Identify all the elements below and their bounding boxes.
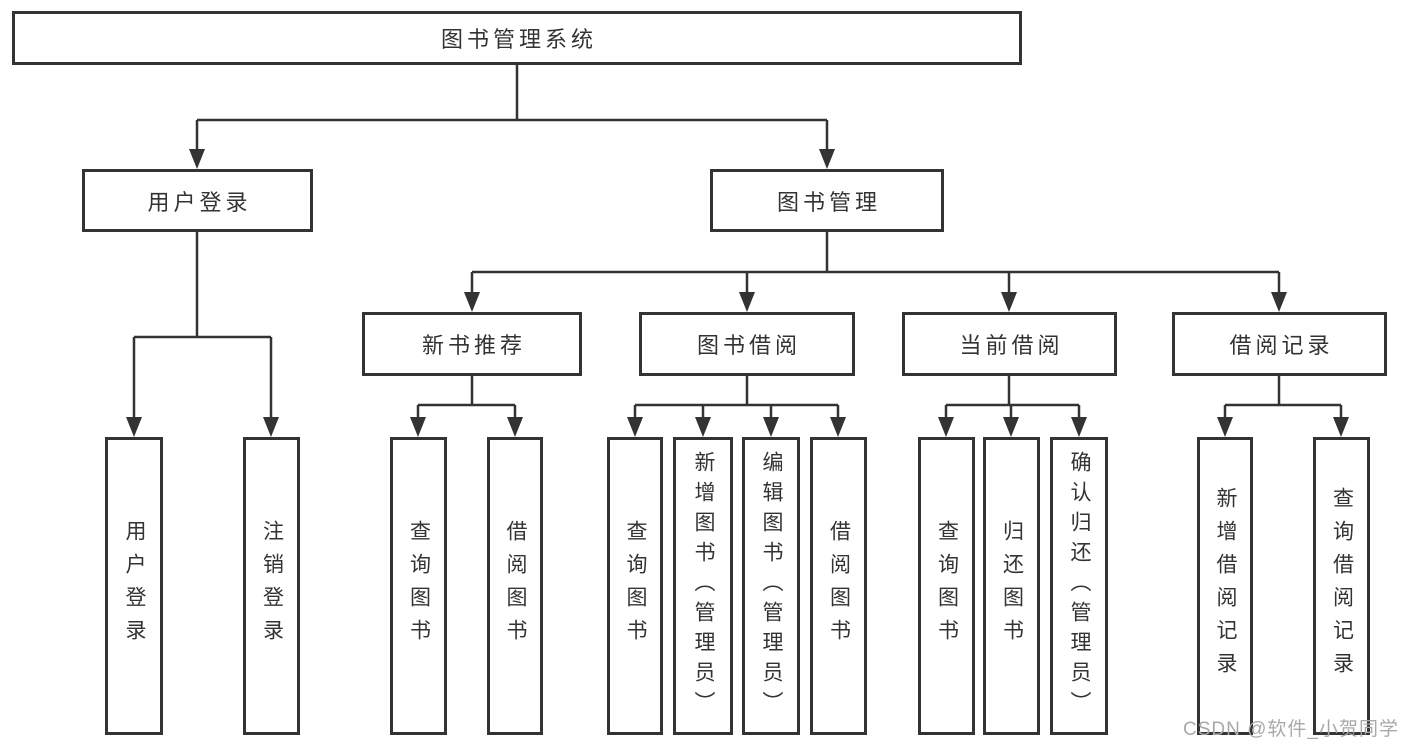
- node-label: 查询图书: [935, 520, 959, 652]
- node-label: 新增借阅记录: [1214, 487, 1237, 685]
- node-label: 查询图书: [407, 520, 431, 652]
- node-label: 注销登录: [260, 520, 284, 652]
- node-add-borrow-record: 新增借阅记录: [1197, 437, 1253, 735]
- node-label: 新增图书（管理员）: [692, 451, 715, 721]
- node-borrow-books-leaf: 借阅图书: [810, 437, 867, 735]
- node-label: 编辑图书（管理员）: [760, 451, 783, 721]
- csdn-watermark: CSDN @软件_小贺同学: [1183, 719, 1399, 740]
- node-borrow-books-recommend: 借阅图书: [487, 437, 543, 735]
- node-user-login: 用户登录: [82, 169, 313, 232]
- node-add-book-admin: 新增图书（管理员）: [673, 437, 733, 735]
- node-label: 图书管理: [776, 189, 881, 215]
- node-query-books-current: 查询图书: [918, 437, 975, 735]
- node-label: 新书推荐: [421, 333, 526, 358]
- node-borrow-records: 借阅记录: [1172, 312, 1387, 376]
- node-edit-book-admin: 编辑图书（管理员）: [742, 437, 800, 735]
- node-label: 借阅记录: [1229, 333, 1334, 358]
- node-label: 用户登录: [147, 189, 252, 215]
- node-label: 图书管理系统: [440, 27, 597, 52]
- node-return-book: 归还图书: [983, 437, 1040, 735]
- node-current-borrow: 当前借阅: [902, 312, 1117, 376]
- node-label: 归还图书: [1000, 520, 1024, 652]
- node-label: 当前借阅: [959, 333, 1064, 358]
- connector-stems: [132, 65, 1343, 420]
- node-label: 借阅图书: [504, 520, 527, 652]
- node-book-borrow: 图书借阅: [639, 312, 855, 376]
- node-query-borrow-record: 查询借阅记录: [1313, 437, 1370, 735]
- node-logout-leaf: 注销登录: [243, 437, 300, 735]
- node-label: 图书借阅: [696, 333, 801, 358]
- node-label: 借阅图书: [827, 520, 851, 652]
- node-confirm-return-admin: 确认归还（管理员）: [1050, 437, 1108, 735]
- node-library-system: 图书管理系统: [12, 11, 1022, 65]
- node-query-books-borrow: 查询图书: [607, 437, 663, 735]
- node-label: 用户登录: [123, 520, 146, 652]
- node-user-login-leaf: 用户登录: [105, 437, 163, 735]
- node-label: 查询图书: [624, 520, 647, 652]
- node-label: 查询借阅记录: [1330, 487, 1354, 685]
- node-new-book-recommend: 新书推荐: [362, 312, 582, 376]
- node-query-books-recommend: 查询图书: [390, 437, 447, 735]
- node-book-management: 图书管理: [710, 169, 944, 232]
- node-label: 确认归还（管理员）: [1068, 451, 1091, 721]
